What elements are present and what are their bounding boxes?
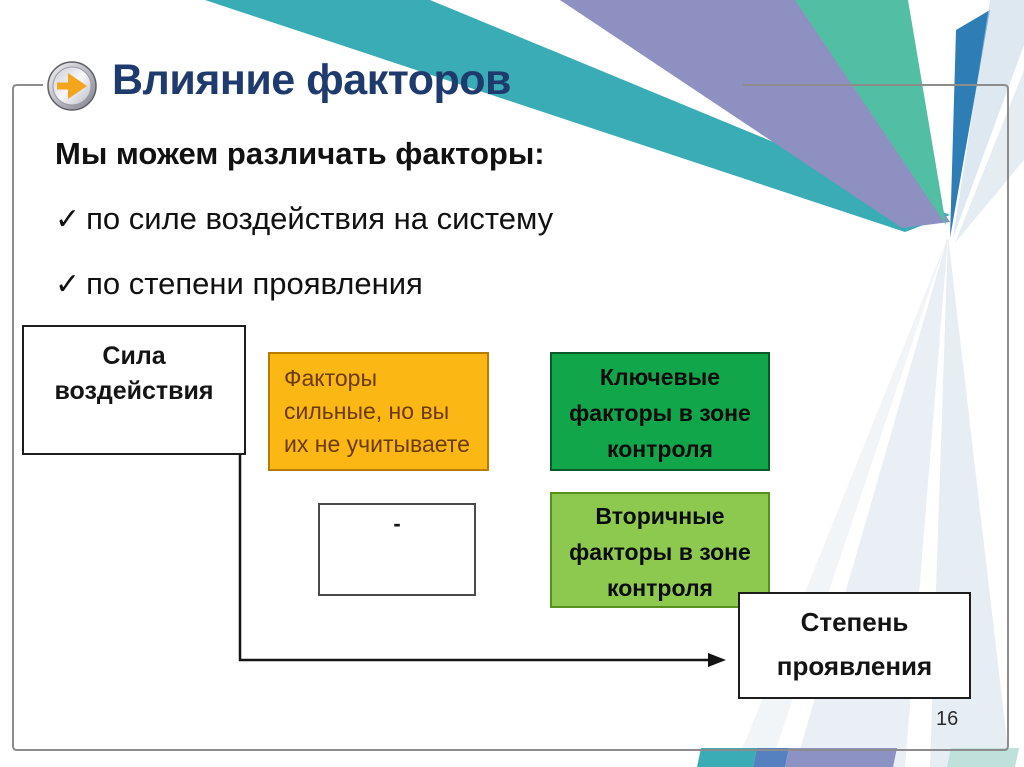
checkmark-icon: ✓ bbox=[55, 268, 81, 301]
cell-dash: - bbox=[393, 511, 401, 536]
title-arrow-icon bbox=[46, 60, 98, 112]
y-axis-line: Сила bbox=[102, 342, 166, 370]
bullet-item-1: ✓по силе воздействия на систему bbox=[55, 201, 553, 237]
cell-strong-ignored: Факторы сильные, но вы их не учитываете bbox=[268, 352, 489, 471]
cell-text-line: факторы в зоне bbox=[569, 400, 751, 426]
slide-title: Влияние факторов bbox=[112, 56, 511, 104]
decor-stripe-purple bbox=[560, 0, 950, 228]
cell-text-line: Вторичные bbox=[595, 503, 725, 529]
decor-stripe-teal bbox=[205, 0, 950, 232]
cell-key-in-control: Ключевые факторы в зоне контроля bbox=[550, 352, 770, 471]
checkmark-icon: ✓ bbox=[55, 203, 81, 236]
decor-stripe-green-teal bbox=[795, 0, 946, 225]
y-axis-line: воздействия bbox=[54, 377, 214, 405]
decor-bottom-stripe-purple bbox=[785, 748, 897, 767]
slide-frame bbox=[12, 84, 1009, 751]
cell-text-line: сильные, но вы bbox=[284, 398, 450, 424]
flow-arrow bbox=[238, 455, 726, 667]
cell-text-line: Факторы bbox=[284, 365, 377, 391]
intro-heading: Мы можем различать факторы: bbox=[55, 136, 545, 171]
decor-bottom-stripe-teal bbox=[697, 748, 757, 767]
decor-bottom-stripe-light-teal bbox=[947, 748, 1019, 767]
y-axis-label-box: Сила воздействия bbox=[22, 325, 246, 455]
decor-stripe-pale-blue-2 bbox=[955, 70, 1024, 243]
cell-weak-empty: - bbox=[318, 503, 476, 596]
x-axis-line: проявления bbox=[776, 651, 933, 681]
cell-secondary-in-control: Вторичные факторы в зоне контроля bbox=[550, 492, 770, 608]
cell-text-line: контроля bbox=[607, 575, 713, 601]
cell-text-line: контроля bbox=[607, 436, 713, 462]
cell-text-line: их не учитываете bbox=[284, 431, 470, 457]
cell-text-line: факторы в зоне bbox=[569, 539, 751, 565]
bullet-text: по степени проявления bbox=[86, 266, 423, 301]
decor-bottom-stripe-blue bbox=[753, 748, 789, 767]
decor-stripe-pale-blue-1 bbox=[953, 0, 1024, 238]
x-axis-line: Степень bbox=[800, 607, 909, 637]
bullet-text: по силе воздействия на систему bbox=[86, 201, 554, 236]
page-number: 16 bbox=[936, 708, 959, 730]
bullet-item-2: ✓по степени проявления bbox=[55, 266, 423, 302]
cell-text-line: Ключевые bbox=[599, 364, 721, 390]
x-axis-label-box: Степень проявления bbox=[738, 592, 971, 699]
